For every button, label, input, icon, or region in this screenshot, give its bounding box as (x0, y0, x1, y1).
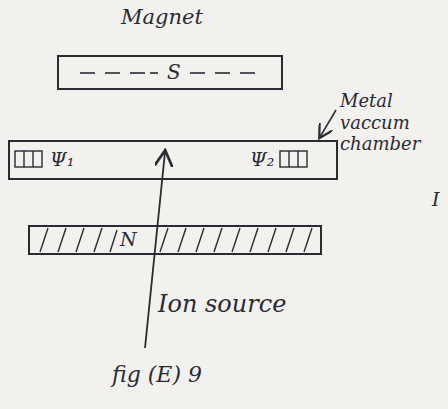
ion-source-label: Ion source (158, 290, 286, 319)
magnet-label: Magnet (121, 5, 203, 29)
chamber-label: Metal vaccum chamber (340, 90, 444, 155)
edge-mark: I (432, 188, 440, 211)
magnet-bar: MagnetS (57, 55, 283, 90)
figure-caption: fig (E) 9 (112, 362, 202, 388)
ion-beam-arrow (145, 152, 165, 348)
magnet-hatching (40, 228, 312, 252)
psi-label: Ψ₂ (250, 149, 274, 171)
pole-label: S (167, 61, 181, 84)
pole-label: N (120, 229, 137, 251)
vacuum-chamber: Ψ₁ Ψ₂ (8, 140, 338, 180)
magnet-bar: N (28, 225, 322, 255)
psi-label: Ψ₁ (50, 149, 74, 171)
leader-arrow (320, 110, 336, 137)
